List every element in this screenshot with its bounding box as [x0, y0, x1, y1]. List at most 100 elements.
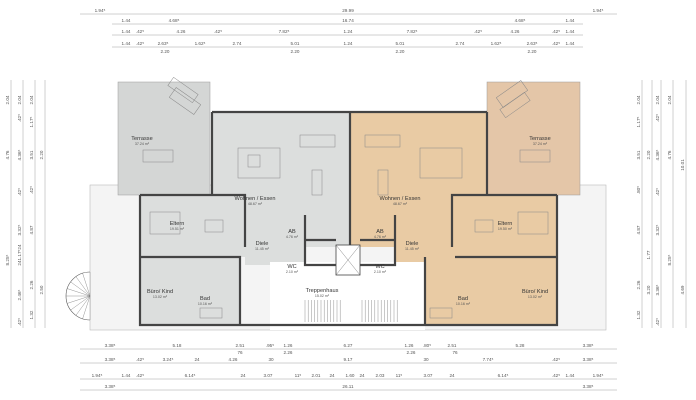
bottom-dimension-label: 2.03	[376, 373, 385, 378]
left-dimension-label: 1.17⁵	[17, 249, 22, 260]
room-name: Wohnen / Essen	[380, 196, 421, 202]
left-dimension-label: 2.50	[39, 285, 44, 294]
bottom-dimension-label: 30	[423, 357, 429, 362]
room-name: Eltern	[498, 221, 513, 227]
room-area: 2.10 m²	[374, 270, 387, 274]
top-dimension-label: 4.68⁵	[515, 18, 526, 23]
right-dimension-label: 4.87	[636, 225, 641, 234]
bottom-dimension-label: .42⁵	[136, 357, 144, 362]
right-dimension-label: 2.20	[646, 150, 651, 159]
bottom-dimension-label: 2.51	[236, 343, 245, 348]
bottom-dimension-label: 76	[237, 350, 243, 355]
furniture	[142, 76, 551, 319]
room-area: 10.16 m²	[456, 302, 471, 306]
room-area: 19.50 m²	[498, 227, 513, 231]
bottom-dimension-label: .42⁵	[136, 373, 144, 378]
left-room-wc: WC2.10 m²	[286, 264, 299, 274]
left-dimension-label: 24	[17, 244, 22, 250]
bottom-dimension-label: 24	[359, 373, 365, 378]
top-dimension-label: 2.63⁵	[527, 41, 538, 46]
right-dimension-label: 4.36⁵	[655, 149, 660, 160]
top-dimension-label: 2.63⁵	[158, 41, 169, 46]
room-area: 48.67 m²	[393, 202, 408, 206]
bottom-dimension-label: 3.38⁵	[583, 343, 594, 348]
top-dimension-label: 1.44	[122, 29, 131, 34]
bottom-dimension-label: .42⁵	[552, 373, 560, 378]
spiral-tread	[75, 295, 91, 316]
spiral-tread	[82, 295, 91, 319]
room-name: WC	[287, 264, 296, 270]
top-dimension-label: 2.20	[291, 49, 300, 54]
top-dimension-label: 2.74	[233, 41, 242, 46]
bottom-dimension-label: 4.26	[229, 357, 238, 362]
spiral-tread	[67, 288, 91, 297]
bottom-dimension-label: 7.74⁵	[483, 357, 494, 362]
right-terrace	[486, 81, 581, 196]
bottom-dimension-label: 3.24⁵	[163, 357, 174, 362]
left-unit	[140, 112, 352, 325]
top-dimension-label: 1.44	[122, 41, 131, 46]
left-dimension-label: 2.46⁵	[17, 289, 22, 300]
right-dimension-label: 2.26	[636, 280, 641, 289]
left-dimension-label: 2.04	[17, 95, 22, 104]
bottom-dimension-label: 2.01	[312, 373, 321, 378]
top-dimension-label: 2.74	[456, 41, 465, 46]
bottom-dimension-label: 1.94⁵	[92, 373, 103, 378]
bottom-dimension-label: 3.38⁵	[105, 357, 116, 362]
right-dimension-label: 1.77	[646, 250, 651, 259]
bottom-dimension-label: 1.44	[566, 373, 575, 378]
room-name: Büro/ Kind	[147, 289, 173, 295]
spiral-stair	[65, 271, 91, 321]
right-dimension-label: 10.01	[680, 159, 685, 171]
bottom-dimension-label: 1.44	[122, 373, 131, 378]
bottom-dimension-label: 24	[329, 373, 335, 378]
left-dimension-label: .42⁵	[17, 188, 22, 196]
left-dimension-label: 2.26	[29, 280, 34, 289]
room-name: Bad	[200, 296, 210, 302]
left-dimension-label: .42⁵	[17, 114, 22, 122]
room-area: 4.76 m²	[374, 235, 387, 239]
bottom-dimension-label: 11⁵	[396, 373, 403, 378]
right-dimension-label: 3.32⁵	[655, 224, 660, 235]
bottom-dimension-label: 24	[240, 373, 246, 378]
bottom-dimension-label: 3.38⁵	[105, 343, 116, 348]
room-name: Wohnen / Essen	[235, 196, 276, 202]
top-dimension-label: 4.26	[511, 29, 520, 34]
right-dimension-label: 3.51	[636, 150, 641, 159]
right-dimension-label: .42⁵	[655, 188, 660, 196]
staircase	[304, 300, 398, 322]
right-dimension-label: 4.69	[680, 285, 685, 294]
top-dimension-label: 1.62⁵	[491, 41, 502, 46]
room-name: Bad	[458, 296, 468, 302]
top-dimension-label: 1.44	[566, 18, 575, 23]
spiral-tread	[75, 276, 91, 297]
room-area: 2.10 m²	[286, 270, 299, 274]
room-area: 11.45 m²	[255, 247, 270, 251]
right-dimension-label: 1.17⁵	[636, 116, 641, 127]
right-dimension-label: 3.20	[646, 285, 651, 294]
top-dimension-label: 2.20	[396, 49, 405, 54]
bottom-dimension-label: 1.60	[346, 373, 355, 378]
spiral-tread	[67, 295, 91, 304]
bottom-dimension-label: 76	[452, 350, 458, 355]
room-area: 48.67 m²	[248, 202, 263, 206]
right-dimension-label: 3.36⁵	[655, 284, 660, 295]
bottom-dimension-label: 6.27	[344, 343, 353, 348]
bottom-dimension-label: 6.14⁵	[498, 373, 509, 378]
bottom-dimension-label: 3.07	[424, 373, 433, 378]
room-area: 37.24 m²	[533, 142, 548, 146]
spiral-tread	[70, 295, 91, 311]
bottom-dimension-label: 3.38⁵	[105, 384, 116, 389]
top-dimension-label: 1.24	[344, 29, 353, 34]
top-dimension-label: 1.44	[122, 18, 131, 23]
left-dimension-label: 2.04	[29, 95, 34, 104]
top-dimension-label: 4.68⁵	[169, 18, 180, 23]
right-room-wc: WC2.10 m²	[374, 264, 387, 274]
room-area: 19.51 m²	[170, 227, 185, 231]
